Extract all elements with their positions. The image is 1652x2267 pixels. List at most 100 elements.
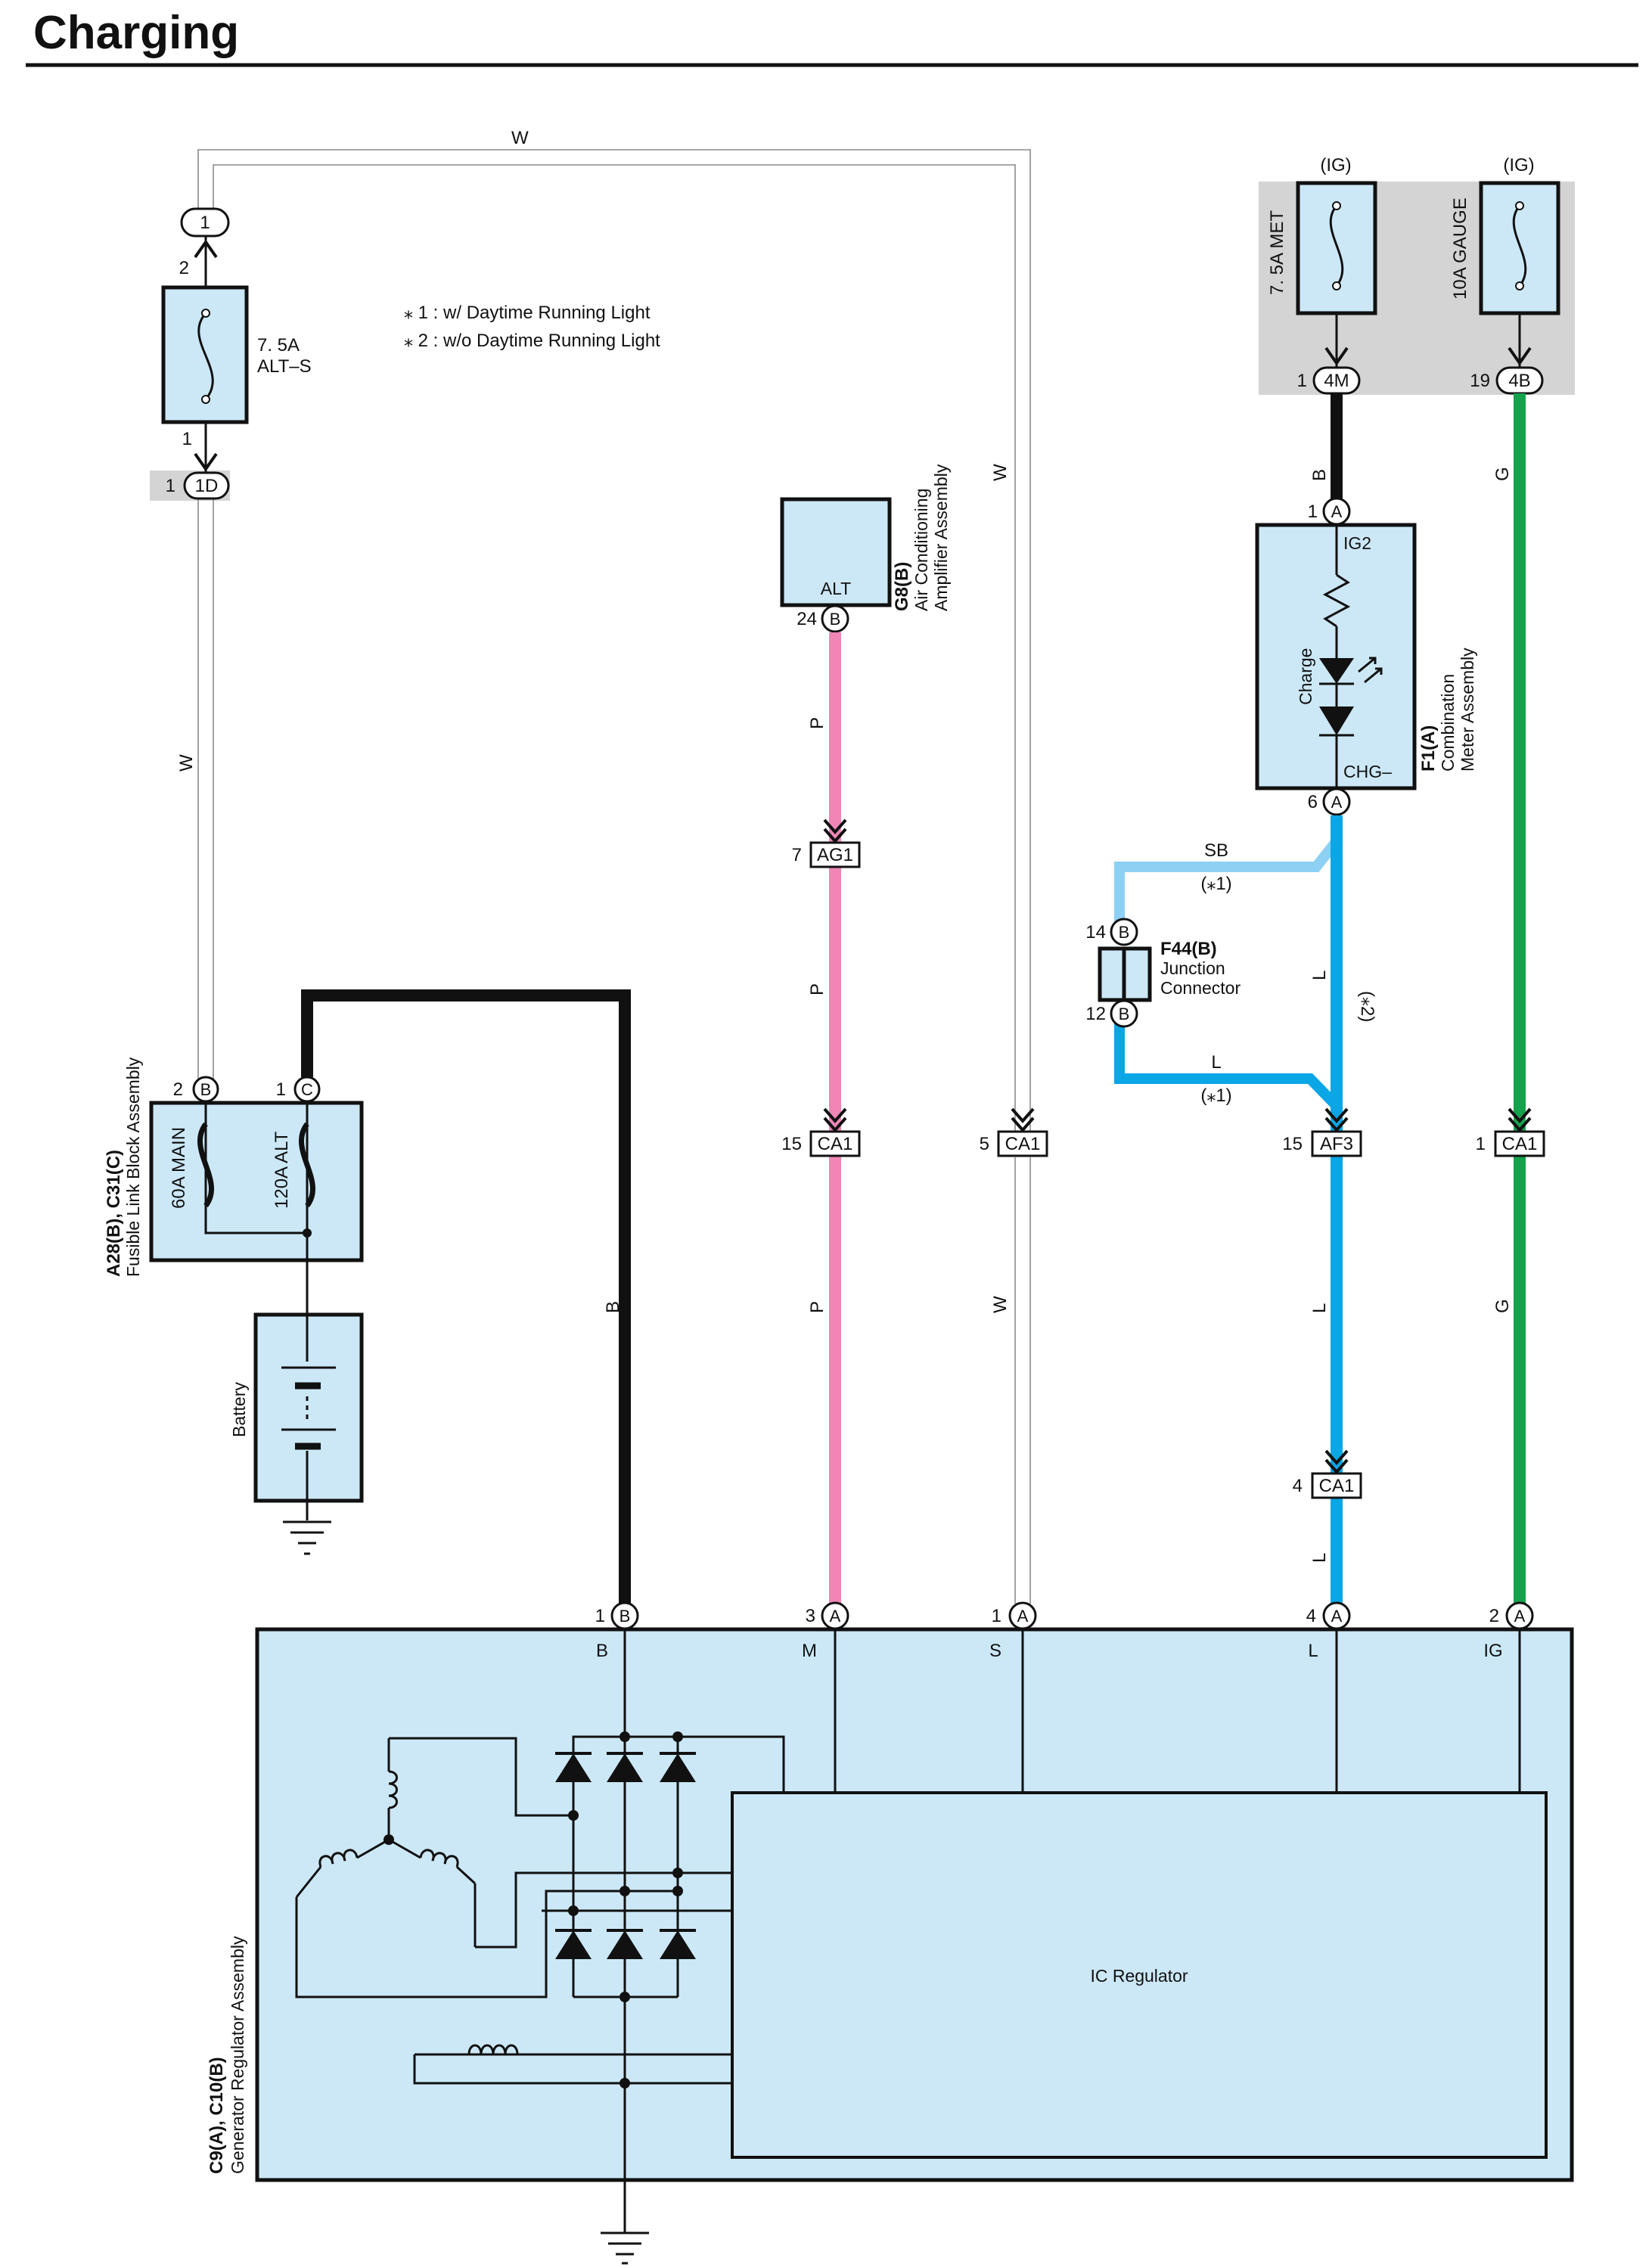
battery-label: Battery xyxy=(229,1382,249,1437)
fuse-gauge-label: 10A GAUGE xyxy=(1450,197,1470,300)
fuse-60a-main-symbol xyxy=(197,1122,214,1208)
svg-text:4: 4 xyxy=(1293,1476,1303,1496)
svg-text:A: A xyxy=(1017,1607,1029,1626)
generator-name: Generator Regulator Assembly xyxy=(228,1936,247,2174)
meter-ig2: IG2 xyxy=(1343,533,1371,553)
met-source: (IG) xyxy=(1320,155,1351,175)
svg-text:B: B xyxy=(200,1080,212,1099)
connector-ca1-m xyxy=(809,1107,861,1157)
connector-ag1 xyxy=(809,818,861,868)
alt-s-pin-top: 2 xyxy=(179,258,189,278)
rotor-coil-icon xyxy=(466,2044,519,2056)
terminal-m: M xyxy=(802,1641,817,1661)
generator-pin-ig xyxy=(1505,1601,1534,1630)
svg-text:1: 1 xyxy=(595,1606,605,1626)
connector-1d-code: 1D xyxy=(195,476,219,496)
meter-chg: CHG– xyxy=(1343,762,1392,781)
svg-text:6: 6 xyxy=(1308,792,1318,812)
wire-note-1b: (⁎1) xyxy=(1200,1085,1231,1106)
meter-charge-label: Charge xyxy=(1296,648,1315,705)
wire-label-p-2: P xyxy=(807,983,828,995)
svg-text:1: 1 xyxy=(276,1079,286,1100)
stator-winding-icon xyxy=(295,1738,477,1947)
generator-pin-l xyxy=(1322,1601,1351,1630)
junction-name-2: Connector xyxy=(1160,978,1241,998)
svg-text:A: A xyxy=(1514,1607,1526,1626)
svg-text:4B: 4B xyxy=(1508,371,1530,391)
fusible-link-id: A28(B), C31(C) xyxy=(104,1150,124,1277)
svg-text:1: 1 xyxy=(1297,371,1307,391)
battery xyxy=(253,1312,364,1503)
svg-text:15: 15 xyxy=(781,1134,802,1154)
fuse-120a-alt-symbol xyxy=(299,1122,315,1208)
svg-text:5: 5 xyxy=(980,1134,989,1154)
generator-pin-m xyxy=(821,1601,849,1630)
svg-text:19: 19 xyxy=(1470,371,1490,391)
svg-text:2: 2 xyxy=(1489,1606,1499,1626)
wire-label-b: B xyxy=(603,1301,623,1313)
svg-text:3: 3 xyxy=(806,1606,815,1626)
fusible-link-name: Fusible Link Block Assembly xyxy=(123,1057,143,1277)
connector-1-pin: 1 xyxy=(200,213,210,233)
terminal-s: S xyxy=(989,1641,1001,1661)
svg-text:AF3: AF3 xyxy=(1320,1134,1353,1154)
svg-text:B: B xyxy=(1119,923,1130,942)
svg-text:C: C xyxy=(301,1080,313,1099)
svg-text:CA1: CA1 xyxy=(818,1134,853,1154)
note-2: ⁎ 2 : w/o Daytime Running Light xyxy=(404,331,660,351)
generator-pin-s xyxy=(1008,1601,1037,1630)
svg-text:B: B xyxy=(620,1607,631,1626)
svg-text:A: A xyxy=(1331,502,1343,521)
fuse-120a-alt-label: 120A ALT xyxy=(272,1131,292,1209)
wire-label-p-1: P xyxy=(807,717,828,729)
meter-id: F1(A) xyxy=(1418,725,1439,772)
wire-label-sb: SB xyxy=(1204,840,1228,861)
connector-1d-pin: 1 xyxy=(166,476,175,496)
wire-l-junction xyxy=(1114,1014,1341,1110)
ic-regulator xyxy=(731,1791,1548,2159)
svg-text:1: 1 xyxy=(1308,502,1318,522)
battery-ground-icon xyxy=(283,1520,331,1555)
meter-name-2: Meter Assembly xyxy=(1458,647,1477,772)
svg-text:B: B xyxy=(1119,1005,1130,1023)
fuse-alt-s-name: ALT–S xyxy=(257,356,312,377)
connector-ca1-l xyxy=(1311,1449,1362,1499)
wire-label-w-top: W xyxy=(511,128,529,148)
alt-s-pin-bottom: 1 xyxy=(182,429,192,449)
ac-amplifier-terminal: ALT xyxy=(821,579,851,598)
junction-pin-bottom xyxy=(1110,999,1138,1028)
meter-resistor xyxy=(1322,573,1351,628)
connector-ca1-ig xyxy=(1494,1107,1545,1157)
svg-text:CA1: CA1 xyxy=(1502,1134,1538,1154)
wire-sb xyxy=(1114,837,1341,932)
junction-name-1: Junction xyxy=(1160,958,1225,978)
ac-amp-name-1: Air Conditioning xyxy=(911,489,931,611)
charge-led xyxy=(1319,658,1354,684)
svg-text:7: 7 xyxy=(792,845,802,865)
wire-b-main xyxy=(301,989,631,1604)
note-1: ⁎ 1 : w/ Daytime Running Light xyxy=(404,303,651,323)
terminal-b: B xyxy=(596,1641,608,1661)
wire-label-w-right: W xyxy=(990,464,1011,481)
svg-text:2: 2 xyxy=(173,1079,183,1100)
generator-ground-icon xyxy=(601,2231,649,2265)
svg-text:1: 1 xyxy=(992,1606,1001,1626)
wire-w-left xyxy=(197,498,214,1079)
meter-name-1: Combination xyxy=(1438,674,1458,772)
svg-text:12: 12 xyxy=(1085,1004,1106,1024)
svg-text:B: B xyxy=(830,610,841,629)
svg-text:1: 1 xyxy=(1476,1134,1486,1154)
svg-text:CA1: CA1 xyxy=(1319,1476,1355,1496)
meter-diode xyxy=(1319,706,1354,735)
svg-text:CA1: CA1 xyxy=(1005,1134,1041,1154)
wire-note-2: (⁎2) xyxy=(1357,991,1377,1022)
svg-text:4M: 4M xyxy=(1324,371,1349,391)
svg-text:A: A xyxy=(1331,1607,1343,1626)
ac-amp-pin xyxy=(821,604,849,633)
wire-note-1a: (⁎1) xyxy=(1200,874,1231,894)
fuse-alt-s-rating: 7. 5A xyxy=(257,335,300,356)
ic-regulator-label: IC Regulator xyxy=(1090,1966,1188,1986)
junction-id: F44(B) xyxy=(1160,939,1217,959)
generator-pin-b xyxy=(610,1601,639,1630)
